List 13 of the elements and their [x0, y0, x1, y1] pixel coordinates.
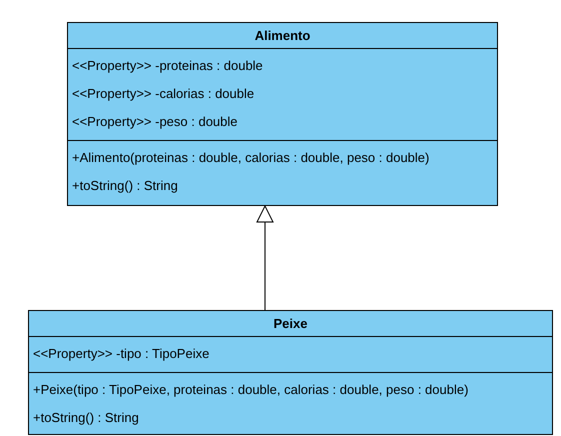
attribute-text: <<Property>> -tipo : TipoPeixe — [32, 345, 210, 364]
operation-text: +toString() : String — [71, 177, 179, 196]
operation-text: +toString() : String — [32, 409, 140, 428]
operation-text: +Alimento(proteinas : double, calorias : double, peso : double) — [71, 149, 430, 168]
attribute-text: <<Property>> -calorias : double — [71, 85, 256, 104]
class-name: Alimento — [254, 26, 312, 45]
operation-text: +Peixe(tipo : TipoPeixe, proteinas : double, calorias : double, peso : double) — [32, 381, 470, 400]
generalization-arrow — [256, 206, 274, 310]
class-box — [67, 22, 498, 206]
class-name: Peixe — [272, 314, 308, 333]
attribute-text: <<Property>> -peso : double — [71, 113, 239, 132]
class-box — [28, 310, 553, 435]
attribute-text: <<Property>> -proteinas : double — [71, 57, 264, 76]
